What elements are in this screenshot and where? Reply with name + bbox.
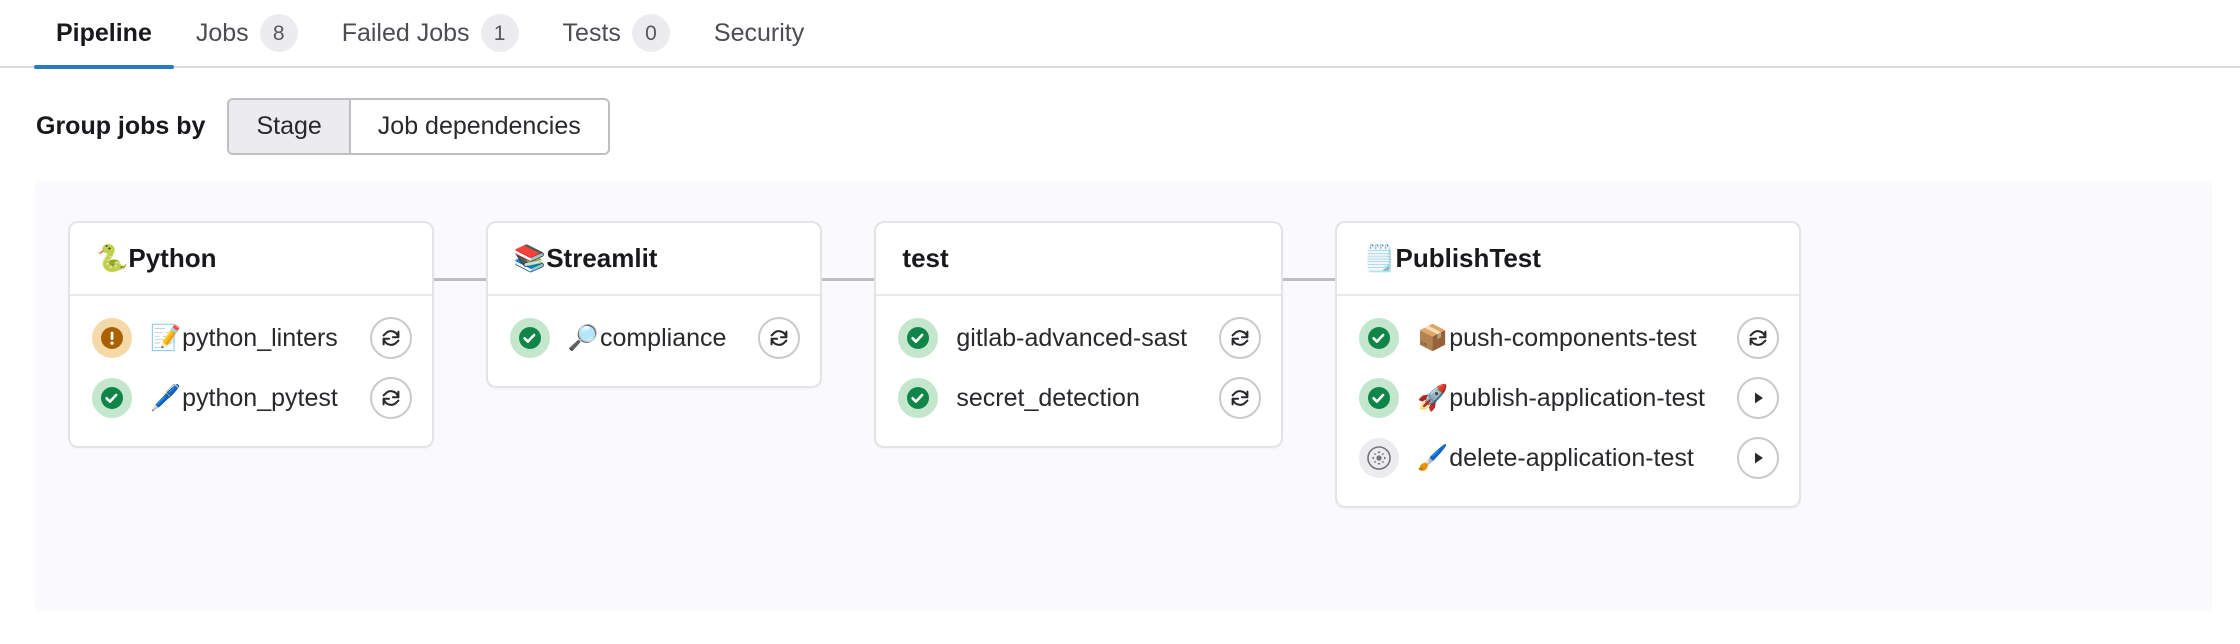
tab-label: Pipeline <box>56 18 152 47</box>
job-name-text: compliance <box>599 323 727 352</box>
stage-name: Streamlit <box>546 243 658 273</box>
job-emoji-icon: 🖊️ <box>150 383 182 412</box>
stage-name: test <box>902 243 949 273</box>
pipeline-graph-canvas: 🐍Python 📝python_linters 🖊️python_pytest 📚St… <box>34 181 2212 611</box>
stage-card: 📚Streamlit 🔎compliance <box>485 221 823 388</box>
group-jobs-by-label: Group jobs by <box>36 112 206 140</box>
job-emoji-icon: 🖌️ <box>1417 443 1449 472</box>
stage-list: 🐍Python 📝python_linters 🖊️python_pytest 📚St… <box>34 181 2212 508</box>
retry-button[interactable] <box>758 317 801 359</box>
stage-card: 🐍Python 📝python_linters 🖊️python_pytest <box>68 221 434 448</box>
job-name-text: publish-application-test <box>1449 383 1705 412</box>
run-manual-job-button[interactable] <box>1736 437 1779 479</box>
stage-card: test gitlab-advanced-sast secret_detection <box>874 221 1284 448</box>
retry-button[interactable] <box>1736 317 1779 359</box>
stage-title: 🐍Python <box>70 223 432 296</box>
tab-count-badge: 1 <box>480 14 519 52</box>
job-name-link[interactable]: 🔎compliance <box>568 324 727 353</box>
tab-pipeline[interactable]: Pipeline <box>34 0 174 69</box>
stage-title: 📚Streamlit <box>487 223 821 296</box>
job-emoji-icon: 📦 <box>1417 323 1449 352</box>
job-emoji-icon: 🚀 <box>1417 383 1449 412</box>
retry-button[interactable] <box>369 377 412 419</box>
job-row[interactable]: 📦push-components-test <box>1337 308 1799 368</box>
status-success-icon <box>1359 378 1400 418</box>
retry-button[interactable] <box>1219 377 1262 419</box>
status-success-icon <box>898 378 939 418</box>
job-name-link[interactable]: 🖌️delete-application-test <box>1417 444 1705 473</box>
stage-emoji-icon: 🐍 <box>96 243 129 273</box>
retry-button[interactable] <box>1219 317 1262 359</box>
job-name-link[interactable]: 🖊️python_pytest <box>150 384 338 413</box>
job-name-text: push-components-test <box>1449 323 1697 352</box>
job-name-text: delete-application-test <box>1449 443 1694 472</box>
group-by-option-job-dependencies[interactable]: Job dependencies <box>348 100 608 153</box>
status-warning-icon <box>92 318 132 358</box>
status-success-icon <box>509 318 550 358</box>
tab-label: Failed Jobs <box>341 18 470 47</box>
status-success-icon <box>898 318 939 358</box>
stage-jobs: gitlab-advanced-sast secret_detection <box>876 296 1281 446</box>
job-name-link[interactable]: gitlab-advanced-sast <box>956 324 1187 353</box>
run-manual-job-button[interactable] <box>1736 377 1779 419</box>
tab-count-badge: 8 <box>259 14 298 52</box>
stage-title: test <box>876 223 1282 296</box>
job-name-link[interactable]: 📝python_linters <box>150 324 338 353</box>
job-row[interactable]: 🖊️python_pytest <box>70 368 432 428</box>
job-name-text: secret_detection <box>956 383 1140 412</box>
stage-emoji-icon: 📚 <box>513 243 547 273</box>
stage-name: PublishTest <box>1395 243 1541 273</box>
group-by-option-stage[interactable]: Stage <box>229 100 349 153</box>
job-name-text: python_linters <box>182 323 338 352</box>
tab-failed-jobs[interactable]: Failed Jobs 1 <box>320 0 541 67</box>
stage-connector-line <box>1283 278 1336 281</box>
job-name-link[interactable]: 📦push-components-test <box>1417 324 1705 353</box>
job-row[interactable]: 🔎compliance <box>488 308 821 368</box>
stage-connector-line <box>433 278 486 281</box>
job-row[interactable]: 📝python_linters <box>70 308 432 368</box>
status-success-icon <box>92 378 132 418</box>
job-name-text: gitlab-advanced-sast <box>956 323 1188 352</box>
job-row[interactable]: secret_detection <box>876 368 1281 428</box>
job-row[interactable]: 🚀publish-application-test <box>1337 368 1799 428</box>
tab-label: Tests <box>562 18 621 47</box>
job-row[interactable]: 🖌️delete-application-test <box>1337 428 1799 488</box>
job-name-link[interactable]: secret_detection <box>956 384 1187 413</box>
job-row[interactable]: gitlab-advanced-sast <box>876 308 1281 368</box>
stage-name: Python <box>128 243 217 273</box>
tab-label: Security <box>713 18 805 47</box>
stage-wrapper: 🗒️PublishTest 📦push-components-test 🚀publi… <box>1283 221 1801 508</box>
stage-card: 🗒️PublishTest 📦push-components-test 🚀publi… <box>1335 221 1801 508</box>
retry-button[interactable] <box>369 317 412 359</box>
stage-wrapper: 📚Streamlit 🔎compliance <box>433 221 823 388</box>
tab-jobs[interactable]: Jobs 8 <box>174 0 320 67</box>
tab-security[interactable]: Security <box>692 0 826 67</box>
stage-title: 🗒️PublishTest <box>1337 223 1799 296</box>
stage-wrapper: 🐍Python 📝python_linters 🖊️python_pytest <box>68 221 434 448</box>
tab-count-badge: 0 <box>631 14 670 52</box>
status-manual-icon <box>1359 438 1400 478</box>
job-emoji-icon: 🔎 <box>567 323 599 352</box>
stage-jobs: 🔎compliance <box>488 296 821 386</box>
tab-tests[interactable]: Tests 0 <box>541 0 692 67</box>
stage-wrapper: test gitlab-advanced-sast secret_detection <box>822 221 1284 448</box>
stage-emoji-icon: 🗒️ <box>1363 243 1396 273</box>
tab-label: Jobs <box>195 18 249 47</box>
stage-jobs: 📦push-components-test 🚀publish-applicatio… <box>1337 296 1799 506</box>
pipeline-tabbar: Pipeline Jobs 8 Failed Jobs 1 Tests 0 Security <box>0 0 2240 69</box>
job-name-text: python_pytest <box>182 383 338 412</box>
stage-jobs: 📝python_linters 🖊️python_pytest <box>70 296 432 446</box>
stage-connector-line <box>822 278 875 281</box>
status-success-icon <box>1359 318 1400 358</box>
job-name-link[interactable]: 🚀publish-application-test <box>1417 384 1705 413</box>
job-emoji-icon: 📝 <box>150 323 182 352</box>
